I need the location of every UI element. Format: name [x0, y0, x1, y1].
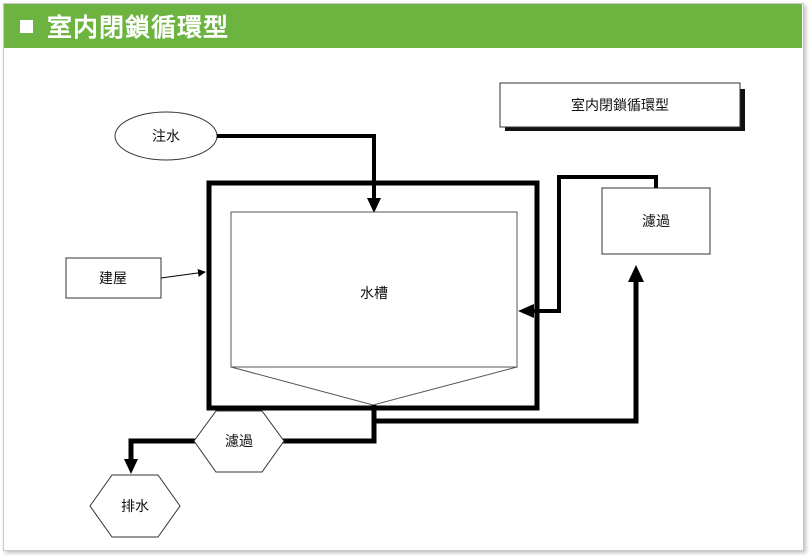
- drain-arrowhead-icon: [124, 459, 138, 474]
- header-bar: 室内閉鎖循環型: [4, 4, 802, 48]
- inflow-pipe: [217, 134, 376, 200]
- outflow-pipe-right: [371, 278, 639, 424]
- tank-label: 水槽: [360, 286, 388, 302]
- drain-label: 排水: [121, 499, 149, 515]
- legend-box: 室内閉鎖循環型: [499, 82, 745, 131]
- filter-bottom-node: 濾過: [193, 410, 285, 473]
- outflow-arrowhead-icon: [628, 265, 644, 282]
- filter-right-box: [601, 187, 711, 255]
- building-box: [65, 257, 162, 299]
- page-title: 室内閉鎖循環型: [47, 13, 230, 42]
- tank-body: [230, 211, 518, 368]
- building-node: 建屋: [65, 257, 162, 299]
- legend-box-label: 室内閉鎖循環型: [571, 97, 669, 114]
- return-pipe: [532, 175, 658, 313]
- building-pointer-arrow: [160, 268, 206, 279]
- legend-box-frame: [499, 82, 741, 128]
- inflow-node: 注水: [114, 111, 218, 161]
- filter-bottom-label: 濾過: [225, 434, 253, 450]
- drain-hexagon: [89, 474, 181, 538]
- filter-right-node: 濾過: [601, 187, 711, 255]
- return-arrowhead-icon: [518, 304, 534, 318]
- filter-right-label: 濾過: [642, 214, 670, 230]
- tank-funnel: [230, 366, 518, 406]
- tank-node: 水槽: [230, 211, 518, 406]
- building-label: 建屋: [99, 271, 127, 287]
- inflow-arrowhead-icon: [367, 198, 381, 213]
- square-bullet-icon: [20, 19, 33, 33]
- filter-bottom-hexagon: [193, 410, 285, 473]
- inflow-label: 注水: [152, 129, 180, 145]
- drain-node: 排水: [89, 474, 181, 538]
